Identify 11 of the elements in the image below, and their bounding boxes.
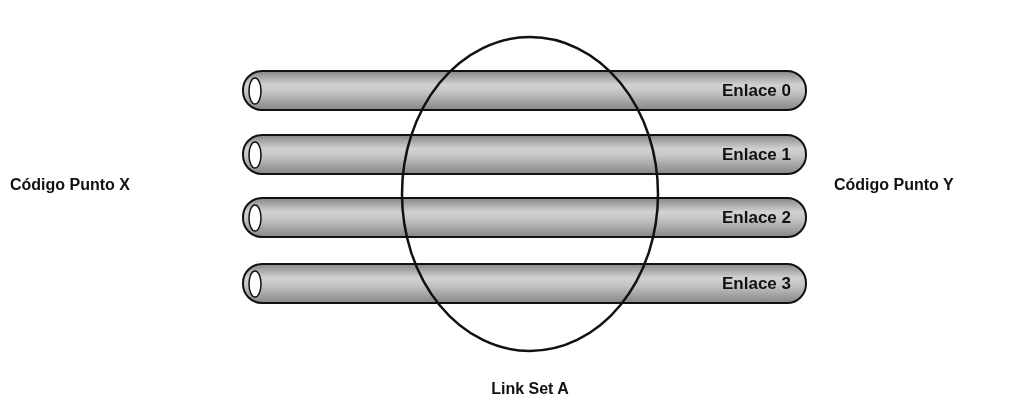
point-code-label: Código Punto X — [10, 176, 180, 198]
cable-tube — [242, 134, 807, 175]
cable-tube — [242, 197, 807, 238]
link-label: Enlace 0 — [722, 80, 791, 101]
cable-tube — [242, 263, 807, 304]
link-label: Enlace 2 — [722, 207, 791, 228]
link-label: Enlace 3 — [722, 273, 791, 294]
point-code-label: Código Punto Y — [834, 176, 1004, 198]
link-set-label: Link Set A — [490, 380, 570, 398]
cable-tube — [242, 70, 807, 111]
link-label: Enlace 1 — [722, 144, 791, 165]
